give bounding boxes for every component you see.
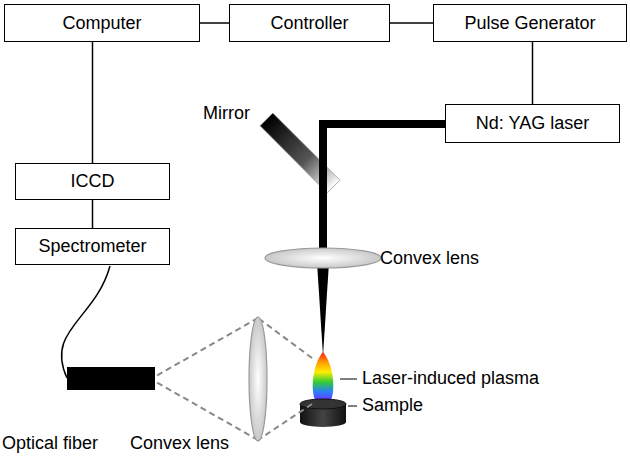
collection-lens <box>249 317 267 441</box>
box-text: Spectrometer <box>38 236 146 257</box>
process-box: ICCD <box>15 163 170 200</box>
part-label: Laser-induced plasma <box>362 368 539 390</box>
plasma <box>313 352 334 402</box>
focused-beam <box>317 262 329 356</box>
part-label: Optical fiber <box>2 433 98 455</box>
laser-beam <box>323 124 445 250</box>
sample <box>300 399 346 427</box>
connector-line <box>92 200 94 228</box>
process-box: Spectrometer <box>15 228 170 265</box>
leader-line <box>348 406 357 407</box>
box-text: Pulse Generator <box>464 13 595 34</box>
part-label: Convex lens <box>380 248 479 270</box>
process-box: Nd: YAG laser <box>445 104 620 143</box>
part-label: Sample <box>362 395 423 417</box>
fiber-cable <box>61 266 110 378</box>
focusing-lens <box>265 248 381 268</box>
box-text: Computer <box>62 13 141 34</box>
box-text: Controller <box>270 13 348 34</box>
connector-line <box>390 22 433 24</box>
process-box: Pulse Generator <box>433 4 627 42</box>
process-box: Controller <box>229 4 390 42</box>
box-text: ICCD <box>71 171 115 192</box>
part-label: Mirror <box>203 103 250 125</box>
box-text: Nd: YAG laser <box>476 113 589 134</box>
connector-line <box>200 22 229 24</box>
leader-line <box>340 379 357 380</box>
connector-line <box>532 42 534 104</box>
optical-fiber <box>67 367 155 390</box>
light-path <box>156 318 312 440</box>
process-box: Computer <box>4 4 200 42</box>
part-label: Convex lens <box>130 433 229 455</box>
connector-line <box>92 42 94 163</box>
